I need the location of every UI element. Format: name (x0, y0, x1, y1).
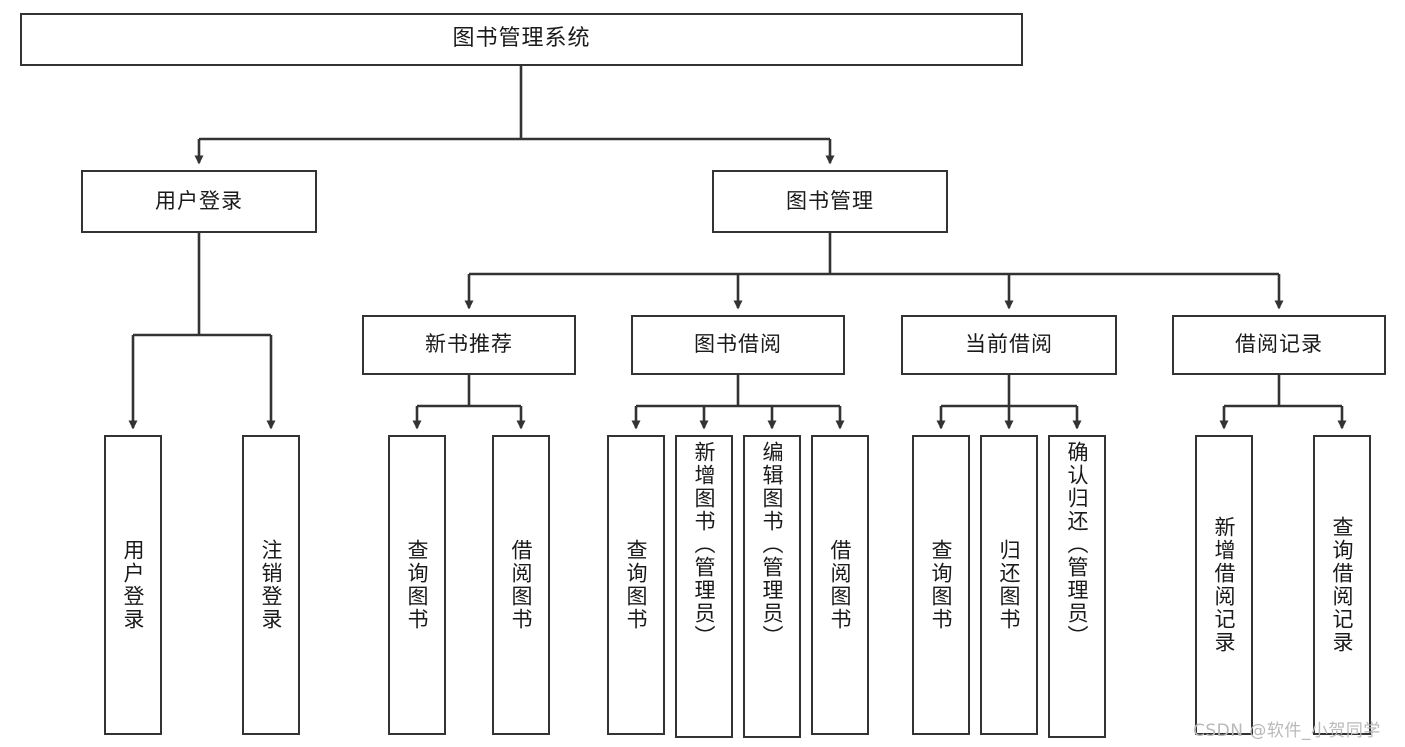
leaf-return-book[interactable]: 归还图书 (980, 435, 1038, 735)
node-new-book-recommend[interactable]: 新书推荐 (362, 315, 576, 375)
leaf-edit-book-admin[interactable]: 编辑图书（管理员） (743, 435, 801, 738)
leaf-query-book-recommend[interactable]: 查询图书 (388, 435, 446, 735)
node-book-borrow[interactable]: 图书借阅 (631, 315, 845, 375)
leaf-confirm-return-admin[interactable]: 确认归还（管理员） (1048, 435, 1106, 738)
node-user-login[interactable]: 用户登录 (81, 170, 317, 233)
leaf-logout[interactable]: 注销登录 (242, 435, 300, 735)
node-book-management[interactable]: 图书管理 (712, 170, 948, 233)
leaf-borrow-book[interactable]: 借阅图书 (811, 435, 869, 735)
node-root-system[interactable]: 图书管理系统 (20, 13, 1023, 66)
leaf-add-borrow-record[interactable]: 新增借阅记录 (1195, 435, 1253, 735)
leaf-query-borrow-record[interactable]: 查询借阅记录 (1313, 435, 1371, 735)
node-current-borrow[interactable]: 当前借阅 (901, 315, 1117, 375)
leaf-borrow-book-recommend[interactable]: 借阅图书 (492, 435, 550, 735)
leaf-add-book-admin[interactable]: 新增图书（管理员） (675, 435, 733, 738)
leaf-query-book-borrow[interactable]: 查询图书 (607, 435, 665, 735)
leaf-query-book-current[interactable]: 查询图书 (912, 435, 970, 735)
node-borrow-record[interactable]: 借阅记录 (1172, 315, 1386, 375)
csdn-watermark: CSDN @软件_小贺同学 (1193, 721, 1381, 741)
leaf-user-login[interactable]: 用户登录 (104, 435, 162, 735)
